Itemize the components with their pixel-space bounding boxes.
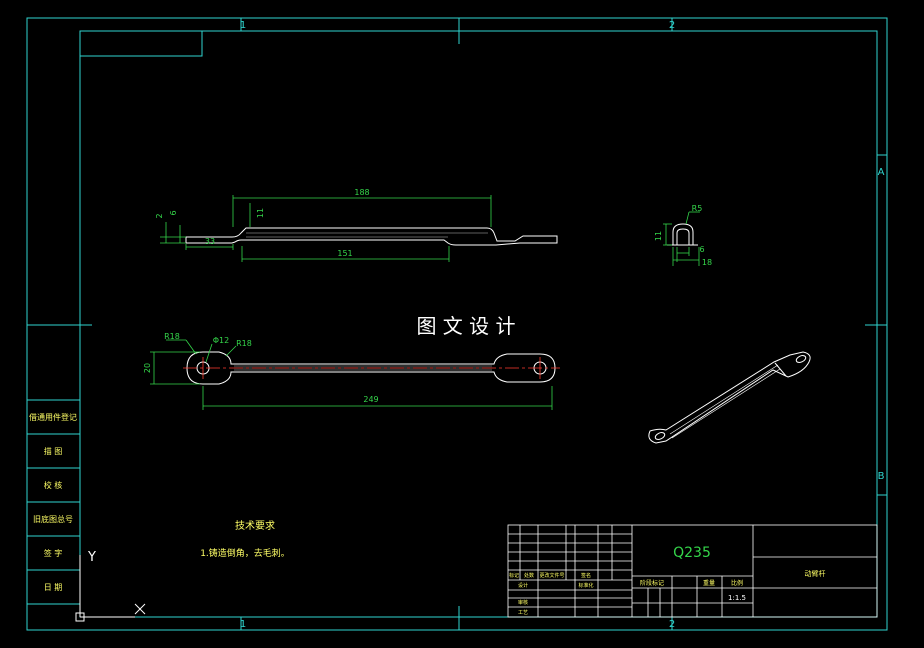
sheet-frame <box>26 17 888 631</box>
dim-radius-r18-left: R18 <box>164 332 180 341</box>
col-stage-mark: 阶段标记 <box>640 579 664 587</box>
dim-side-6: 6 <box>699 245 704 254</box>
dim-length-188: 188 <box>354 188 369 197</box>
front-view-dimensions <box>160 195 492 262</box>
front-view: 188 151 33 11 2 6 <box>155 188 558 262</box>
col-scale: 比例 <box>731 579 743 587</box>
dim-length-151: 151 <box>337 249 352 258</box>
part-name: 动臂杆 <box>805 569 826 578</box>
row-change-doc: 更改文件号 <box>539 572 564 579</box>
zone-label-bottom-1: 1 <box>240 619 246 630</box>
row-standard: 标准化 <box>578 582 593 589</box>
strip-cell-4: 旧底图总号 <box>33 514 73 524</box>
strip-cell-3: 校 核 <box>44 480 63 490</box>
strip-cell-2: 描 图 <box>44 446 63 456</box>
dim-side-18: 18 <box>702 258 712 267</box>
inner-border <box>79 30 878 618</box>
row-mark: 标记 <box>509 572 519 579</box>
zone-label-top-1: 1 <box>240 20 246 31</box>
dim-height-2: 2 <box>155 213 164 218</box>
dim-radius-r18-right: R18 <box>236 339 252 348</box>
dim-length-249: 249 <box>363 395 378 404</box>
row-check: 审核 <box>518 599 528 606</box>
dim-height-6: 6 <box>169 210 178 215</box>
top-view: 249 20 R18 Φ12 R18 <box>143 332 560 410</box>
row-design: 设计 <box>518 582 528 589</box>
zone-labels: 1 2 1 2 A B <box>240 20 885 630</box>
material-label: Q235 <box>673 545 711 561</box>
row-zone: 处数 <box>524 572 534 579</box>
title-block <box>507 524 878 618</box>
tech-requirements-title: 技术要求 <box>235 519 275 532</box>
top-left-code-box <box>80 31 203 57</box>
col-weight: 重量 <box>703 579 715 587</box>
dim-side-height-11: 11 <box>654 231 663 241</box>
tech-requirements: 技术要求 1.铸造倒角，去毛刺。 <box>200 519 290 559</box>
zone-label-top-2: 2 <box>669 20 675 31</box>
strip-cell-1: 借通用件登记 <box>29 412 77 422</box>
watermark-text: 图 文 设 计 <box>416 314 515 338</box>
outer-border <box>26 17 888 631</box>
tech-requirement-1: 1.铸造倒角，去毛刺。 <box>200 547 290 559</box>
zone-label-a: A <box>878 167 885 178</box>
arm-plan-outline <box>186 351 556 385</box>
dim-diameter-12: Φ12 <box>213 336 229 345</box>
zone-label-b: B <box>878 471 885 482</box>
ucs-y-label: Y <box>87 550 96 565</box>
side-view: R5 11 6 18 <box>654 204 712 267</box>
dim-height-11: 11 <box>256 208 265 218</box>
strip-cell-5: 签 字 <box>44 548 63 558</box>
left-strip-labels: 借通用件登记 描 图 校 核 旧底图总号 签 字 日 期 <box>29 412 77 592</box>
dim-plan-height-20: 20 <box>143 363 152 373</box>
ucs-icon <box>75 555 146 622</box>
zone-label-bottom-2: 2 <box>669 619 675 630</box>
arm-profile-outline <box>185 227 558 246</box>
title-block-text: Q235 动臂杆 1:1.5 阶段标记 重量 比例 标记 处数 更改文件号 签名… <box>509 545 826 616</box>
scale-value: 1:1.5 <box>728 594 746 602</box>
dim-radius-r5: R5 <box>692 204 703 213</box>
isometric-view <box>648 351 811 444</box>
isometric-arm-outline <box>648 351 811 444</box>
dim-length-33: 33 <box>205 237 215 246</box>
row-process: 工艺 <box>518 610 528 616</box>
row-sign: 签名 <box>581 572 591 579</box>
strip-cell-6: 日 期 <box>44 583 63 592</box>
